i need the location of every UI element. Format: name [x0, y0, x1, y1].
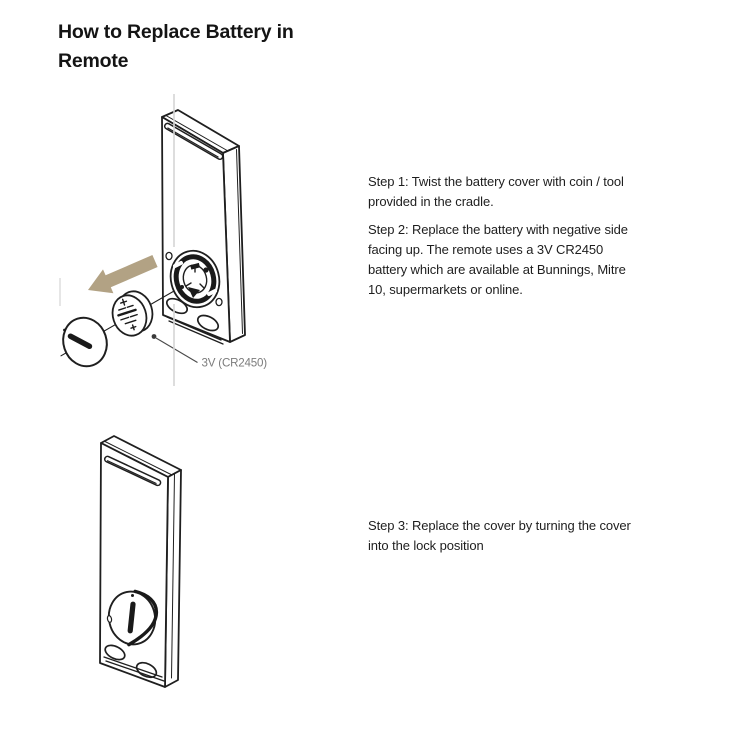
top-edge-line: [165, 115, 229, 152]
figure-cover-installed: [99, 435, 182, 688]
cover-notch: [131, 594, 134, 597]
cover-coin-slot-vertical: [127, 601, 136, 634]
battery-engraving: [117, 298, 138, 331]
cover-side-tab: [106, 615, 113, 623]
side-edge-line: [236, 149, 243, 334]
instructions-step1-step2: Step 1: Twist the battery cover with coi…: [368, 172, 688, 308]
remote-button-1: [104, 644, 126, 661]
page-title-line-1: How to Replace Battery in: [58, 21, 294, 43]
bottom-groove-2: [168, 320, 224, 345]
battery-type-label: 3V (CR2450): [202, 357, 268, 370]
bottom-groove-1: [166, 316, 222, 341]
battery-cover-installed: [106, 589, 159, 647]
coin-battery: [111, 290, 154, 337]
instructions-step3: Step 3: Replace the cover by turning the…: [368, 516, 688, 564]
cover-notch: [63, 328, 66, 332]
battery-compartment: [165, 249, 223, 309]
battery-cover-removed: [62, 316, 108, 368]
top-edge-line: [104, 441, 173, 476]
page-title: How to Replace Battery in Remote: [58, 18, 388, 76]
callout-leader-line: [155, 337, 198, 363]
battery-callout: 3V (CR2450): [151, 334, 268, 370]
remote-body-closed: [99, 435, 182, 688]
remote-button-2: [196, 314, 220, 332]
bottom-groove-2: [105, 660, 165, 682]
figure-battery-removal: 3V (CR2450): [59, 94, 268, 386]
cradle-slot: [103, 455, 162, 487]
step-2-text: Step 2: Replace the battery with negativ…: [368, 222, 628, 297]
remote-body-open: [60, 109, 246, 368]
screw-boss-2: [215, 297, 223, 307]
screw-boss-1: [165, 251, 173, 261]
bottom-groove-1: [103, 656, 163, 678]
page-title-line-2: Remote: [58, 50, 129, 72]
step-3-text: Step 3: Replace the cover by turning the…: [368, 518, 631, 553]
callout-dot: [151, 334, 157, 339]
side-edge-line: [171, 472, 175, 679]
removal-direction-arrow: [88, 255, 158, 294]
step-1-text: Step 1: Twist the battery cover with coi…: [368, 174, 624, 209]
cover-coin-slot: [67, 333, 93, 350]
cradle-slot: [163, 122, 224, 160]
cover-depth-crescent: [127, 589, 159, 647]
